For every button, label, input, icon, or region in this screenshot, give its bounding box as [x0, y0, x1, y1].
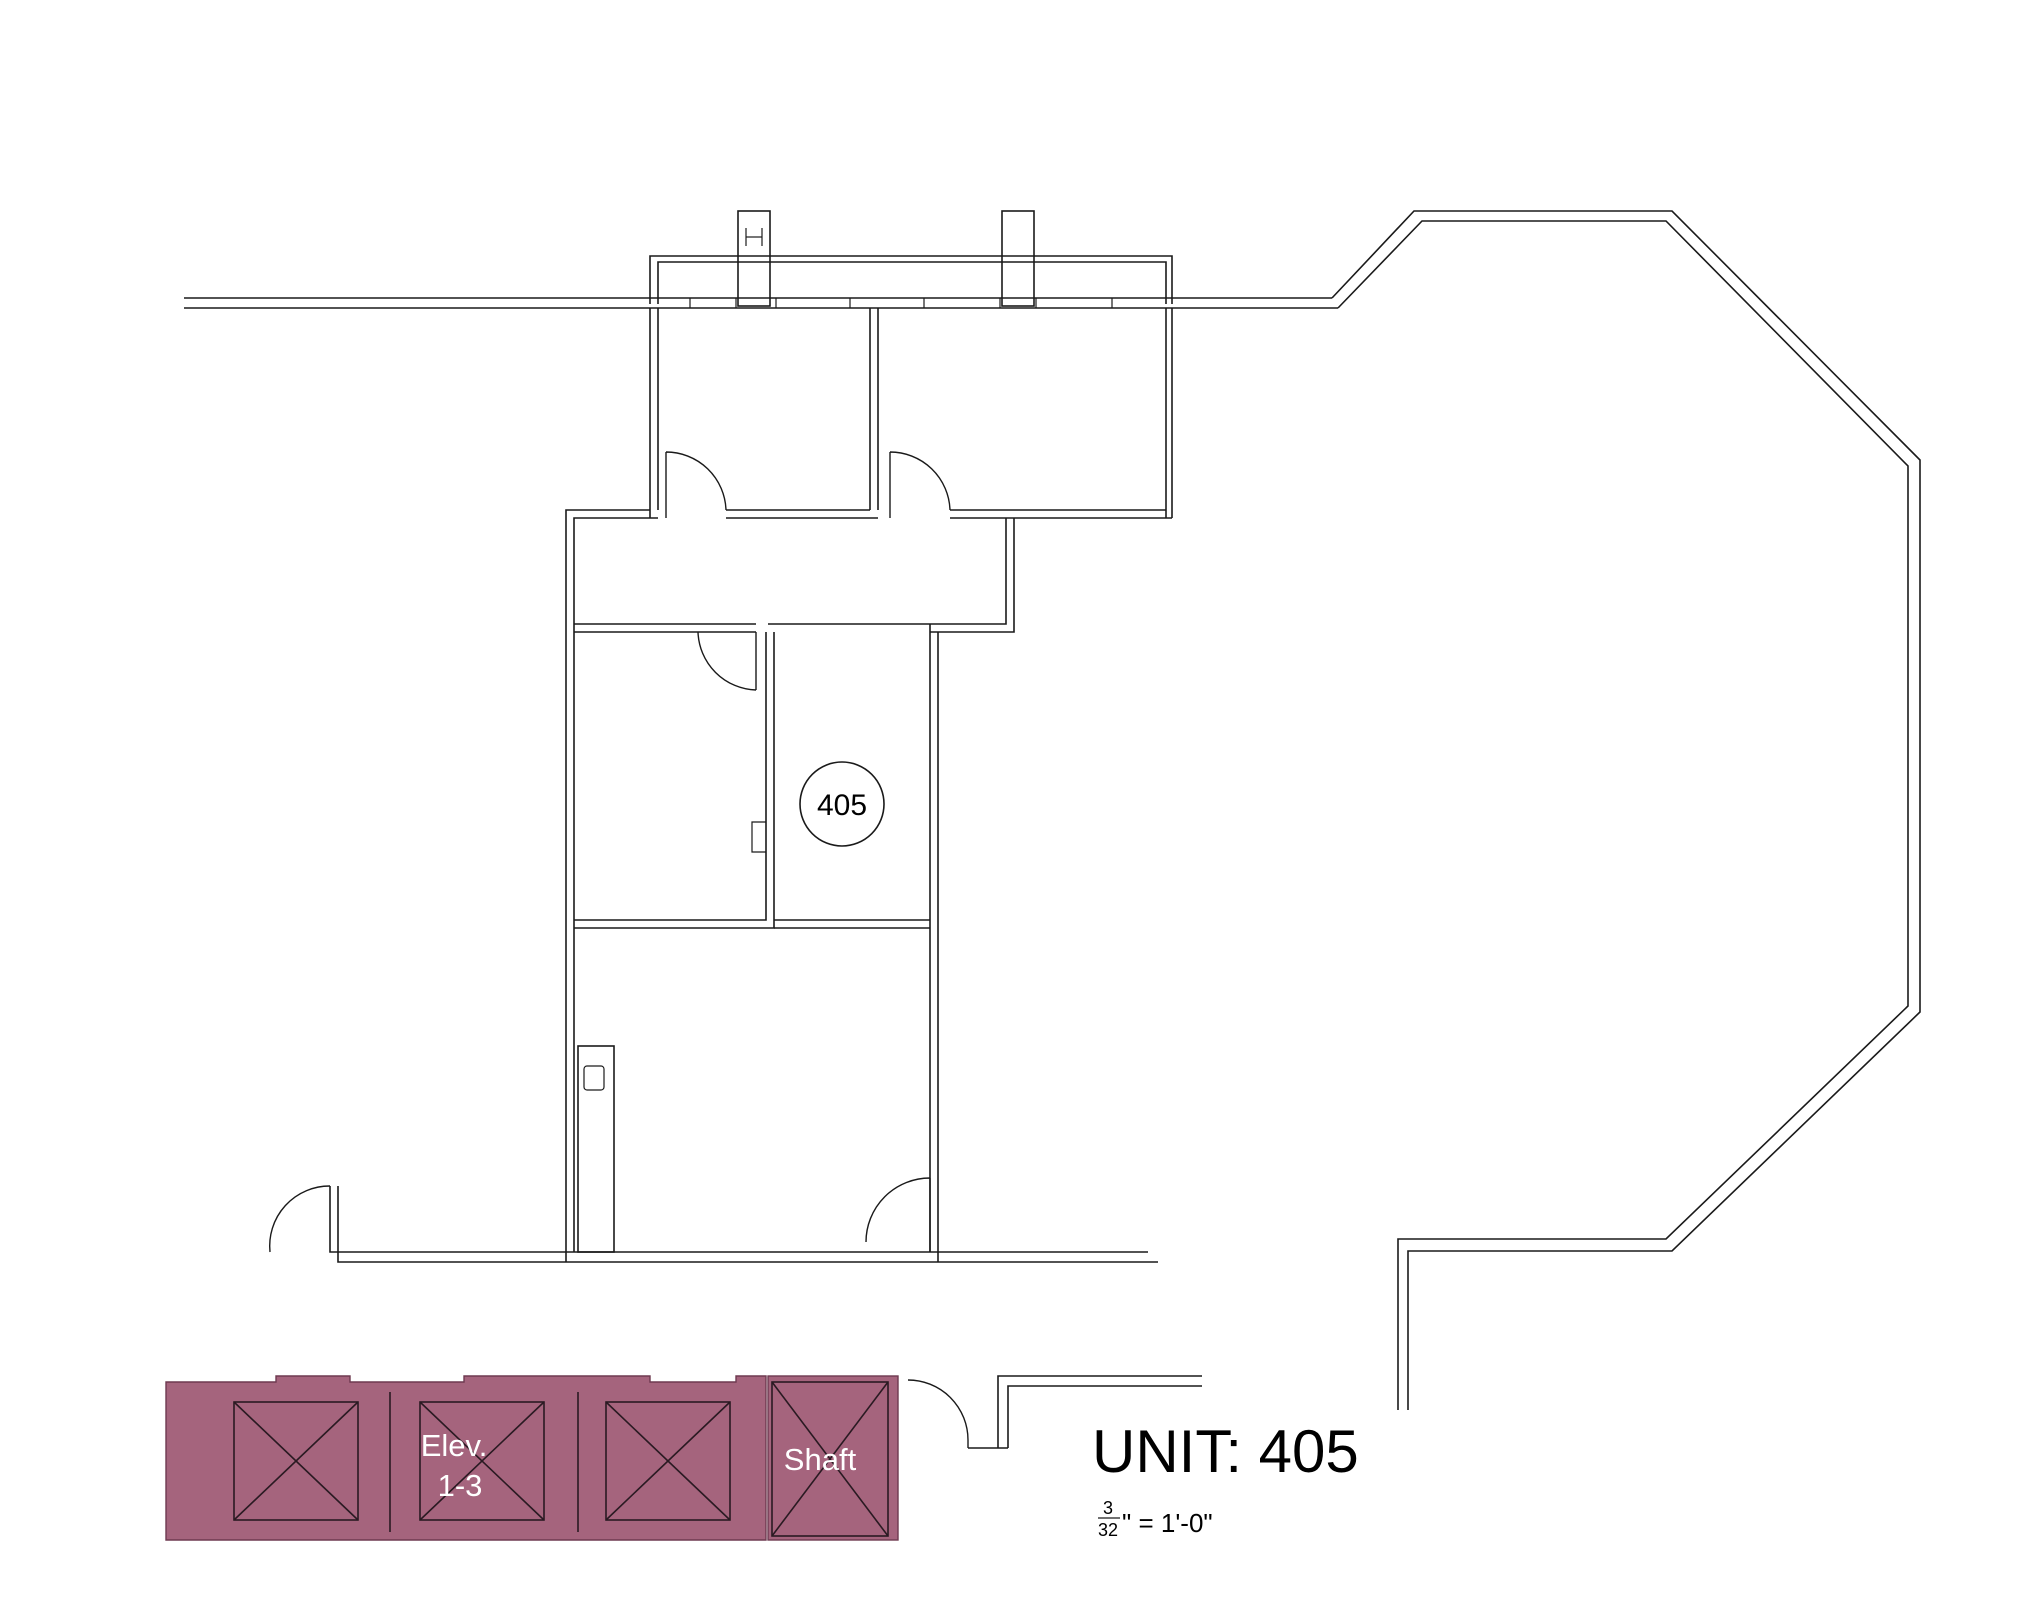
- doors: [269, 451, 969, 1448]
- bottom-wall: [329, 1186, 1158, 1263]
- elevator-core: Elev. 1-3 Shaft: [165, 1375, 899, 1541]
- scale-numerator: 3: [1103, 1498, 1113, 1518]
- top-bay: [649, 210, 1173, 308]
- shaft-label: Shaft: [784, 1442, 857, 1477]
- elevator-label-line2: 1-3: [438, 1468, 483, 1503]
- vestibule-wall: [968, 1375, 1202, 1449]
- shaft-box: [771, 1381, 889, 1537]
- exterior-wall-top: [184, 210, 1921, 1410]
- room-tag-number: 405: [817, 789, 867, 822]
- scale-note: 3 32 " = 1'-0": [1098, 1498, 1213, 1540]
- top-offices: [649, 308, 1173, 519]
- elevator-car-3: [605, 1401, 731, 1521]
- corridor: [565, 509, 1015, 1252]
- elevator-car-1: [233, 1401, 359, 1521]
- elevator-car-2: [419, 1401, 545, 1521]
- room-tag: 405: [799, 761, 885, 847]
- middle-rooms: [574, 632, 930, 1253]
- elevator-label-line1: Elev.: [421, 1428, 488, 1463]
- scale-value: " = 1'-0": [1122, 1508, 1213, 1538]
- unit-title: UNIT: 405: [1092, 1418, 1359, 1485]
- scale-denominator: 32: [1098, 1520, 1118, 1540]
